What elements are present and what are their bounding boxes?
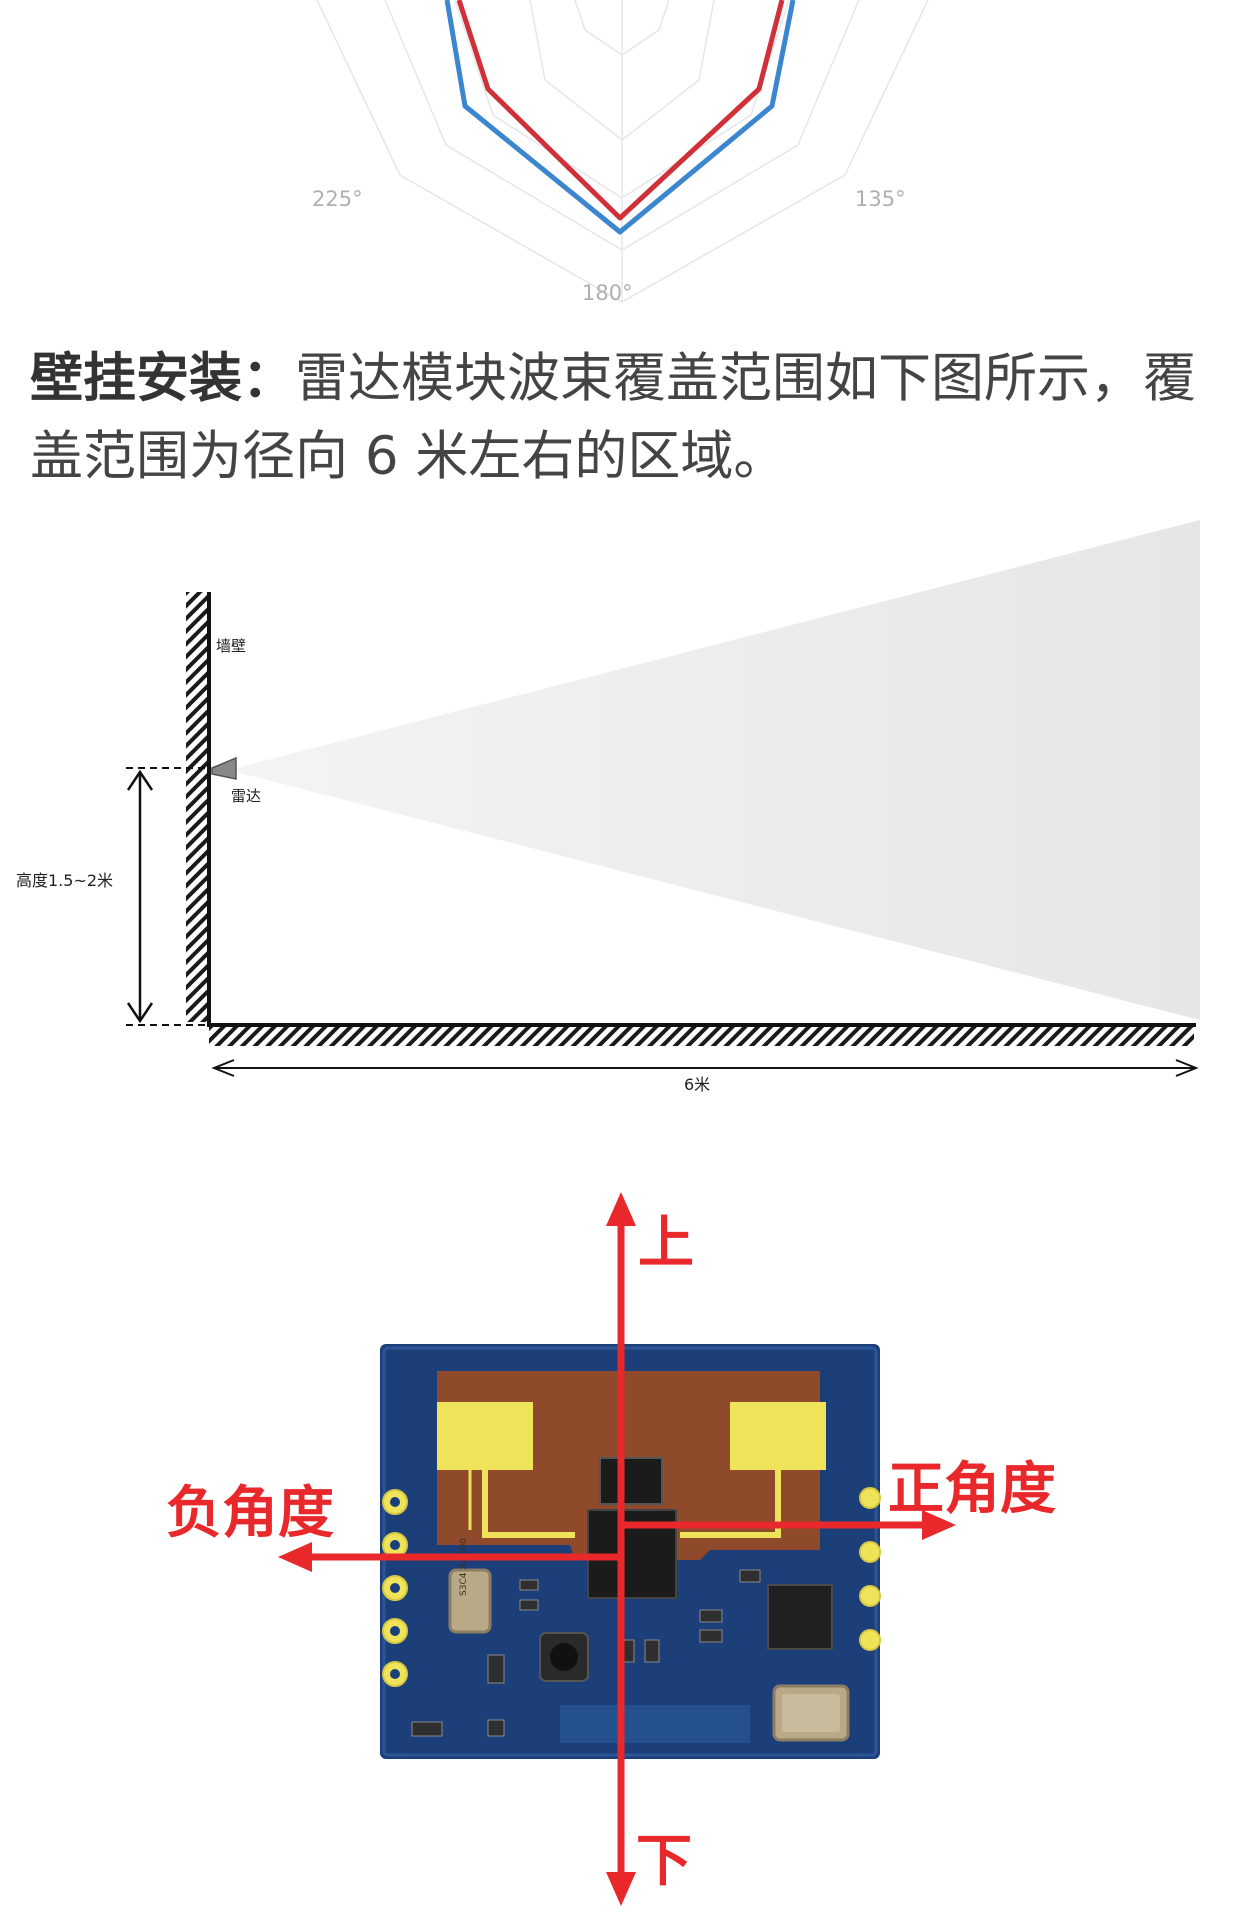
floor-hatch [209, 1027, 1194, 1046]
arrow-negative-head [278, 1542, 312, 1572]
height-arrow-bottom [126, 1002, 154, 1024]
angle-label-180: 180° [582, 281, 633, 305]
angle-label-225: 225° [312, 187, 363, 211]
wall-hatch [186, 592, 208, 1022]
arrow-down-head [606, 1872, 636, 1906]
small-components [411, 1569, 761, 1737]
right-pads [859, 1487, 881, 1651]
crystal-left [448, 1568, 492, 1634]
antenna-feed-right [680, 1470, 781, 1538]
pattern-series-blue [444, 0, 796, 235]
radar-device-icon [211, 756, 237, 780]
distance-arrow-left [211, 1059, 235, 1077]
distance-arrow-right [1175, 1059, 1199, 1077]
direction-up-label: 上 [638, 1211, 694, 1276]
pattern-series-red [456, 0, 785, 221]
positive-angle-label: 正角度 [888, 1457, 1056, 1522]
patch-antenna-right [730, 1402, 826, 1470]
intro-paragraph: 壁挂安装：雷达模块波束覆盖范围如下图所示，覆盖范围为径向 6 米左右的区域。 [30, 340, 1220, 496]
direction-down-label: 下 [636, 1829, 692, 1894]
chip-shield [599, 1457, 663, 1505]
inductor-core [550, 1643, 578, 1671]
radar-beam [228, 520, 1200, 1020]
height-label: 高度1.5~2米 [16, 871, 113, 890]
left-pad-holes [390, 1497, 400, 1679]
intro-body: 雷达模块波束覆盖范围如下图所示，覆盖范围为径向 6 米左右的区域。 [30, 348, 1196, 487]
angle-label-135: 135° [855, 187, 906, 211]
radar-label: 雷达 [231, 787, 261, 805]
patch-antenna-left [437, 1402, 533, 1470]
crystal-left-marking: S3C4 32.000 [459, 1538, 469, 1596]
height-arrow-top [126, 769, 154, 791]
wall-label: 墙壁 [216, 637, 246, 655]
polar-grid [316, 0, 929, 303]
arrow-up-head [606, 1192, 636, 1226]
negative-angle-label: 负角度 [166, 1481, 334, 1546]
wall-mount-diagram: 墙壁 雷达 高度1.5~2米 6米 [16, 520, 1200, 1094]
intro-lead: 壁挂安装： [30, 348, 295, 409]
radiation-pattern-chart: 225° 135° 180° [312, 0, 929, 305]
crystal-right-lid [782, 1694, 840, 1732]
arrow-positive-head [922, 1510, 956, 1540]
distance-label: 6米 [684, 1075, 710, 1094]
bottom-label-area [560, 1705, 750, 1743]
module-orientation-diagram: S3C4 32.000 上 下 负角度 正角度 [166, 1192, 1056, 1906]
antenna-feed-left [482, 1470, 575, 1538]
mcu-chip [767, 1584, 833, 1650]
